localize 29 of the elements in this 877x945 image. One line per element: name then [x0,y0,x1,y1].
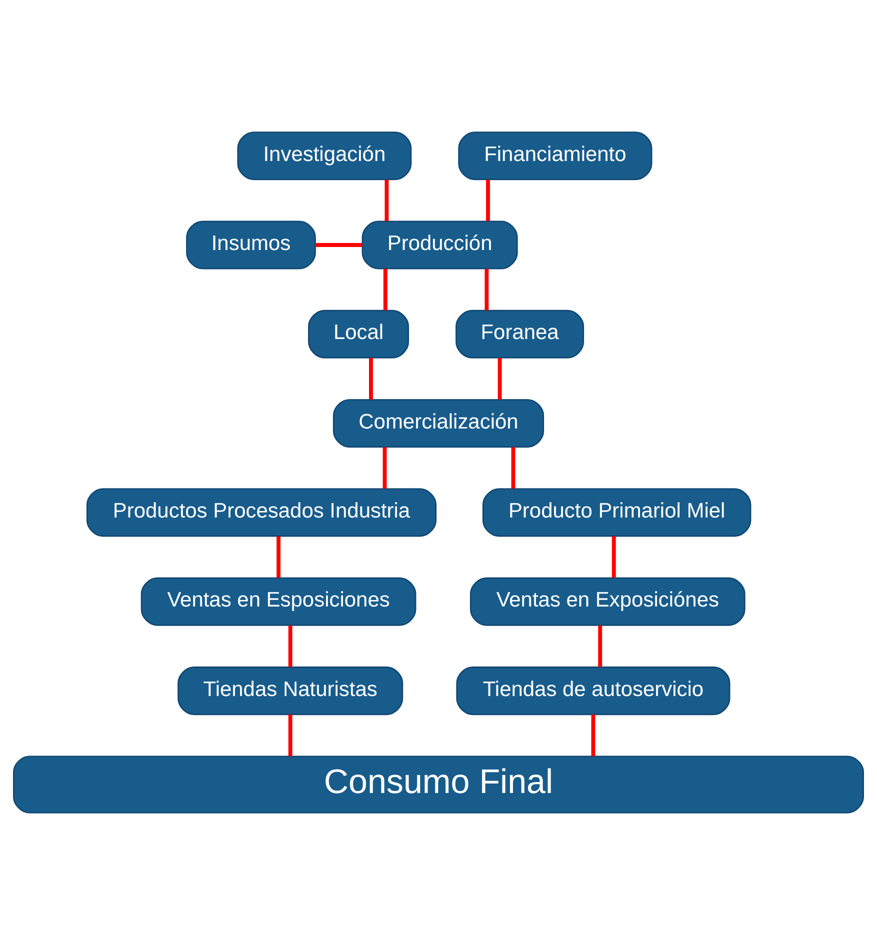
connector [384,180,389,222]
node-box: Ventas en Esposiciones [140,577,416,626]
node-box: Tiendas Naturistas [178,666,404,716]
connector [486,180,490,222]
node-box: Producto Primariol Miel [482,488,752,537]
connector [276,536,280,578]
connector [369,358,373,400]
node-box: Insumos [186,220,316,270]
node-box: Investigación [237,132,412,180]
connector [591,714,596,756]
connector [288,714,292,756]
connector [511,447,516,489]
node-box: Foranea [456,310,584,358]
node-box: Productos Procesados Industria [86,488,437,537]
node-box: Consumo Final [13,756,864,814]
node-box: Financiamiento [458,132,652,180]
node-box: Tiendas de autoservicio [456,666,730,716]
node-box: Comercialización [332,399,544,448]
connector [383,268,388,310]
node-box: Ventas en Exposiciónes [470,577,746,626]
connector [315,243,362,247]
connector [484,268,489,310]
connector [498,358,502,400]
connector [612,536,616,578]
connector [288,626,292,667]
connector [598,626,602,667]
node-box: Local [308,310,409,358]
connector [382,447,387,489]
node-box: Producción [362,220,518,270]
